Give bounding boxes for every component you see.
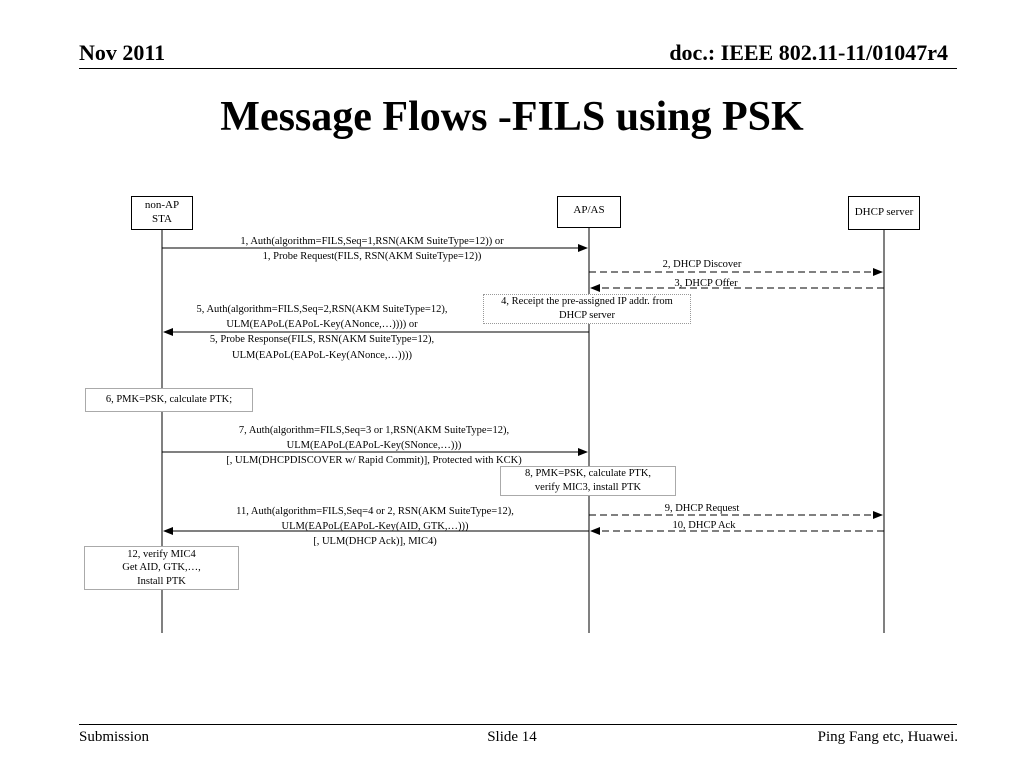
footer-rule [79, 724, 957, 725]
entity-dhcp-server: DHCP server [848, 196, 920, 230]
note-12-line-1: 12, verify MIC4 [127, 548, 196, 560]
msg-5-line-3: 5, Probe Response(FILS, RSN(AKM SuiteTyp… [209, 334, 435, 346]
msg-10-line-1: 10, DHCP Ack [672, 520, 736, 531]
msg-11-line-1: 11, Auth(algorithm=FILS,Seq=4 or 2, RSN(… [236, 506, 514, 517]
message-2-label: 2, DHCP Discover [663, 257, 742, 272]
msg-5-line-1: 5, Auth(algorithm=FILS,Seq=2,RSN(AKM Sui… [196, 304, 448, 315]
message-9-label: 9, DHCP Request [665, 501, 740, 516]
msg-5-line-4: ULM(EAPoL(EAPoL-Key(ANonce,…)))) [232, 349, 412, 361]
note-4-receipt-ip: 4, Receipt the pre-assigned IP addr. fro… [483, 294, 691, 324]
note-8-line-2: verify MIC3, install PTK [534, 482, 642, 493]
note-12-verify-mic4: 12, verify MIC4 Get AID, GTK,…, Install … [84, 546, 239, 590]
footer-author: Ping Fang etc, Huawei. [817, 729, 958, 745]
entity-non-ap-sta: non-AP STA [131, 196, 193, 230]
msg-7-line-2: ULM(EAPoL(EAPoL-Key(SNonce,…))) [286, 440, 462, 452]
msg-11-line-3: [, ULM(DHCP Ack)], MIC4) [313, 536, 437, 548]
msg-11-line-2: ULM(EAPoL(EAPoL-Key(AID, GTK,…))) [281, 521, 469, 533]
note-12-line-2: Get AID, GTK,…, [122, 562, 201, 574]
entity-ap-as: AP/AS [557, 196, 621, 228]
entity-sta-line-1: non-AP [144, 199, 180, 212]
msg-9-line-1: 9, DHCP Request [664, 503, 740, 514]
entity-ap-label: AP/AS [573, 204, 605, 216]
entity-dhcp-label: DHCP server [854, 206, 914, 219]
header-rule [79, 68, 957, 69]
note-12-line-3: Install PTK [137, 575, 186, 587]
note-6-calc-ptk: 6, PMK=PSK, calculate PTK; [85, 388, 253, 412]
header-date: Nov 2011 [79, 40, 166, 65]
note-8-verify-mic3: 8, PMK=PSK, calculate PTK, verify MIC3, … [500, 466, 676, 496]
footer-submission: Submission [79, 729, 150, 745]
msg-2-line-1: 2, DHCP Discover [662, 259, 742, 270]
message-11-label: 11, Auth(algorithm=FILS,Seq=4 or 2, RSN(… [236, 504, 514, 550]
msg-7-line-1: 7, Auth(algorithm=FILS,Seq=3 or 1,RSN(AK… [238, 425, 510, 436]
message-3-label: 3, DHCP Offer [674, 276, 737, 291]
message-5-label: 5, Auth(algorithm=FILS,Seq=2,RSN(AKM Sui… [197, 302, 448, 363]
entity-sta-line-2: STA [152, 213, 172, 225]
msg-3-line-1: 3, DHCP Offer [674, 278, 738, 289]
note-8-line-1: 8, PMK=PSK, calculate PTK, [524, 468, 652, 480]
message-7-label: 7, Auth(algorithm=FILS,Seq=3 or 1,RSN(AK… [226, 423, 521, 469]
note-6-line-1: 6, PMK=PSK, calculate PTK; [105, 394, 233, 406]
note-4-line-1: 4, Receipt the pre-assigned IP addr. fro… [501, 296, 673, 308]
msg-1-line-2: 1, Probe Request(FILS, RSN(AKM SuiteType… [262, 251, 482, 263]
msg-7-line-3: [, ULM(DHCPDISCOVER w/ Rapid Commit)], P… [226, 455, 522, 467]
message-1-label: 1, Auth(algorithm=FILS,Seq=1,RSN(AKM Sui… [240, 234, 503, 264]
message-10-label: 10, DHCP Ack [673, 518, 736, 533]
slide-title: Message Flows -FILS using PSK [220, 94, 804, 140]
footer-slide-number: Slide 14 [487, 729, 537, 745]
msg-5-line-2: ULM(EAPoL(EAPoL-Key(ANonce,…)))) or [226, 319, 418, 331]
msg-1-line-1: 1, Auth(algorithm=FILS,Seq=1,RSN(AKM Sui… [240, 236, 504, 247]
header-doc-id: doc.: IEEE 802.11-11/01047r4 [669, 40, 948, 65]
note-4-line-2: DHCP server [559, 310, 615, 321]
